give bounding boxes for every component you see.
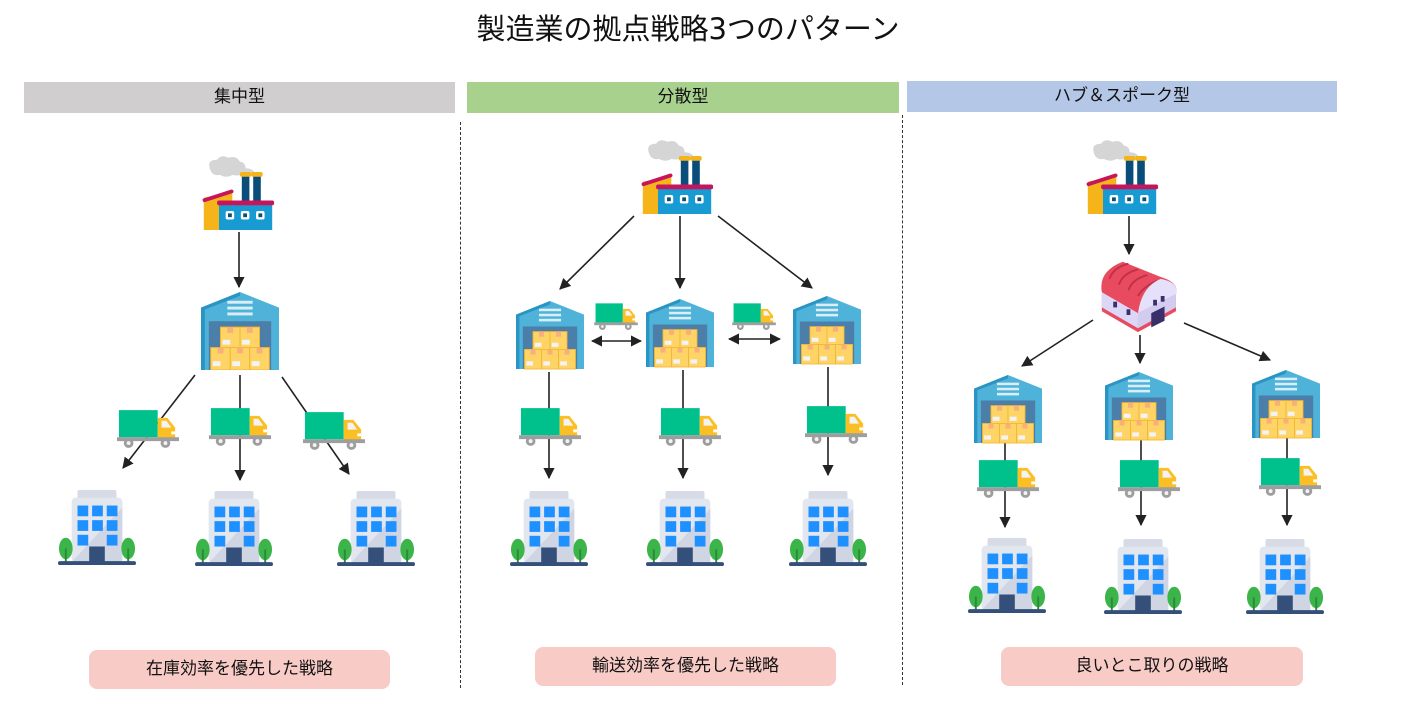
warehouse-icon (1252, 369, 1320, 439)
truck-icon (594, 302, 638, 332)
truck-icon (303, 410, 365, 453)
page-title: 製造業の拠点戦略3つのパターン (476, 12, 900, 46)
office-building-icon (646, 488, 724, 568)
office-building-icon (337, 488, 415, 568)
office-building-icon (1246, 536, 1324, 616)
truck-icon (1259, 456, 1321, 499)
office-building-icon (510, 488, 588, 568)
arrow (717, 215, 813, 289)
warehouse-icon (516, 300, 584, 370)
column-divider (902, 115, 903, 685)
summary-centralized: 在庫効率を優先した戦略 (89, 650, 390, 689)
warehouse-icon (974, 374, 1042, 444)
truck-icon (209, 406, 271, 449)
office-building-icon (195, 488, 273, 568)
truck-icon (732, 302, 776, 332)
truck-icon (977, 458, 1039, 501)
truck-icon (1118, 458, 1180, 501)
factory-icon (1084, 137, 1160, 215)
arrow (1183, 322, 1272, 362)
arrow (559, 215, 635, 290)
office-building-icon (968, 535, 1046, 615)
column-divider (460, 122, 461, 688)
factory-icon (639, 137, 715, 215)
truck-icon (659, 406, 721, 449)
warehouse-icon (793, 295, 861, 365)
truck-icon (805, 404, 867, 447)
summary-hub-and-spoke: 良いとこ取りの戦略 (1001, 647, 1303, 686)
truck-icon (519, 406, 581, 449)
warehouse-icon (1105, 371, 1173, 441)
summary-distributed: 輸送効率を優先した戦略 (535, 647, 836, 686)
office-building-icon (789, 488, 867, 568)
warehouse-icon (201, 292, 279, 370)
header-hub-and-spoke: ハブ＆スポーク型 (907, 81, 1337, 112)
arrow (1021, 319, 1094, 367)
hub-warehouse-icon (1094, 258, 1180, 334)
header-centralized: 集中型 (24, 82, 455, 113)
warehouse-icon (646, 298, 714, 368)
truck-icon (117, 408, 179, 451)
header-distributed: 分散型 (467, 82, 899, 113)
factory-icon (200, 152, 276, 232)
office-building-icon (1104, 536, 1182, 616)
office-building-icon (58, 487, 136, 567)
